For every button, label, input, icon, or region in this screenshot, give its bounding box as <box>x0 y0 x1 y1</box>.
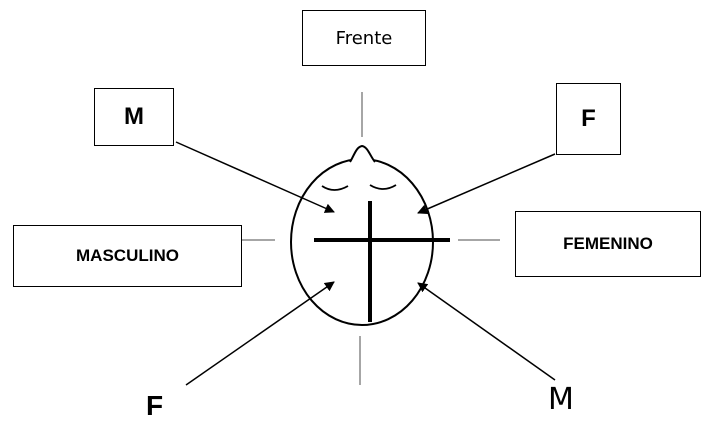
right-label: FEMENINO <box>563 234 653 253</box>
front-label-box: Frente <box>302 10 426 66</box>
top-right-label-box: F <box>556 83 621 155</box>
top-left-label-box: M <box>94 88 174 146</box>
bottom-right-label: M <box>548 382 574 417</box>
eye-left-icon <box>321 185 349 191</box>
top-right-label: F <box>581 105 596 132</box>
nose-icon <box>349 144 376 163</box>
eye-right-icon <box>369 184 397 190</box>
arrow-top-left <box>175 141 335 213</box>
right-label-box: FEMENINO <box>515 211 701 277</box>
arrow-bottom-left <box>185 281 335 386</box>
front-label: Frente <box>335 27 393 49</box>
left-label-box: MASCULINO <box>13 225 242 287</box>
arrow-top-right <box>417 153 556 215</box>
top-left-label: M <box>124 103 144 130</box>
bottom-left-label: F <box>146 390 164 421</box>
arrow-bottom-right <box>417 282 556 381</box>
left-label: MASCULINO <box>76 246 179 265</box>
